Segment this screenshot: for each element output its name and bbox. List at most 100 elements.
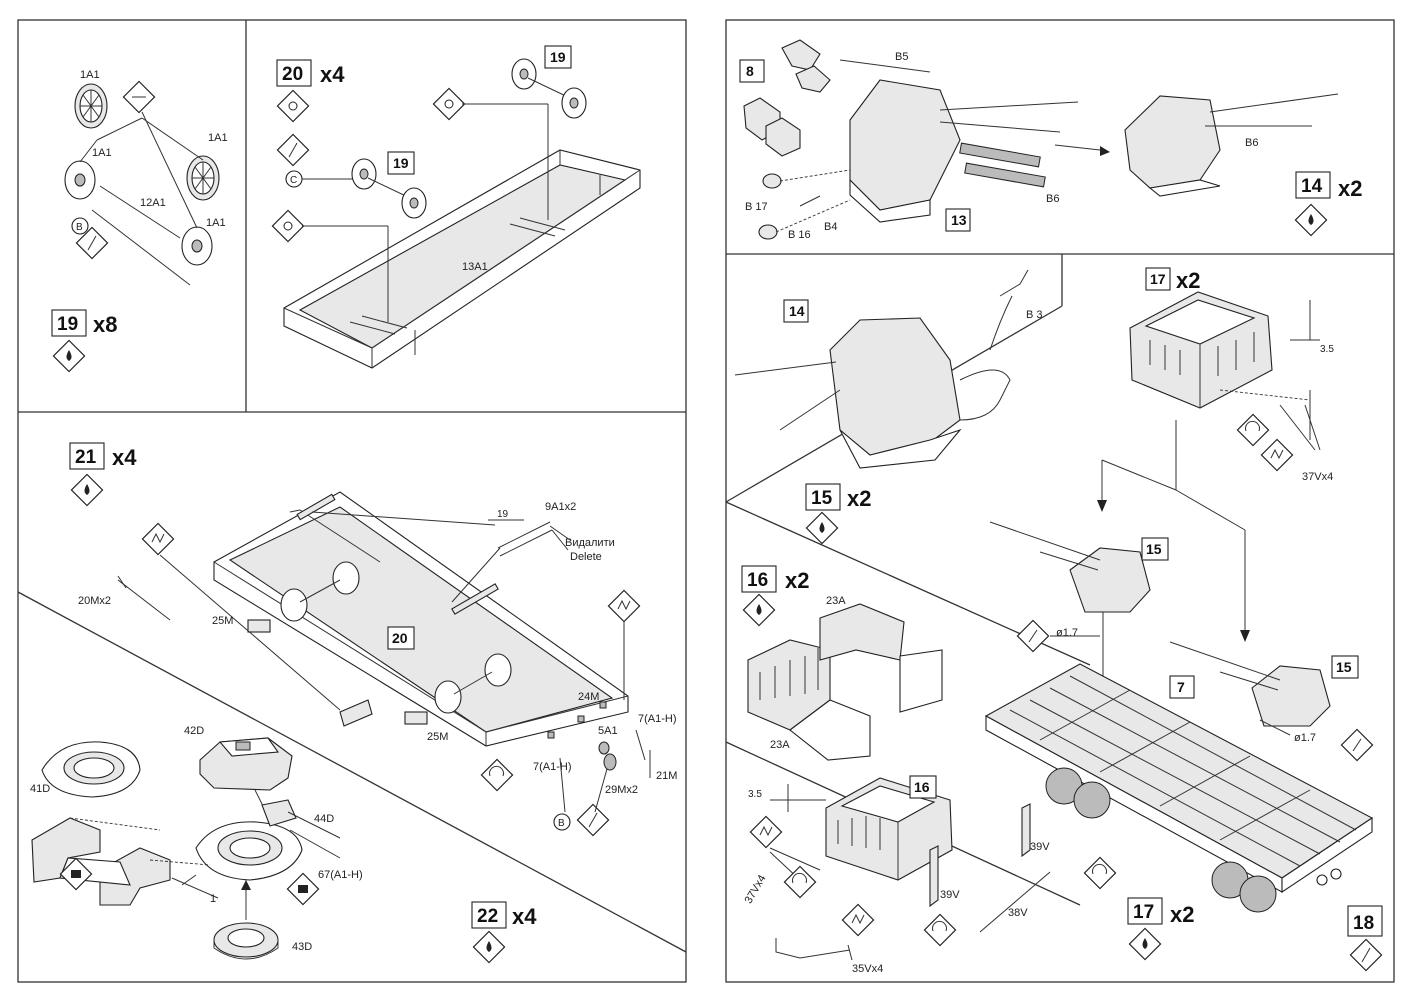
ref-part-15: 15 [1146,541,1162,557]
label-24m: 24M [578,691,599,703]
ref-part-19: 19 [550,49,566,65]
step-15: 14 B 3 15 x2 [734,269,1043,545]
label-b16: B 16 [788,229,811,241]
label-23a: 23A [826,595,846,607]
wheel-1a1-bottom [181,226,213,266]
label-b: B [76,222,83,233]
label-42d: 42D [184,725,204,737]
label-13a1: 13A1 [462,261,488,273]
flip-icon [923,913,957,947]
glue-circle-b [553,813,571,831]
label-37vx4: 37Vx4 [743,873,769,906]
wagon-assembly-20 [213,491,629,747]
label-b6: B6 [1245,137,1258,149]
ring-43d [213,922,279,960]
glue-circle-b [71,217,89,235]
label-43d: 43D [292,941,312,953]
label-1a1: 1A1 [206,217,226,229]
sprue-cutter-icon [276,89,310,123]
flip-icon [1083,856,1117,890]
base-block-parts [31,817,211,906]
label-39v: 39V [940,889,960,901]
label-35vx4: 35Vx4 [852,963,883,975]
step-multiplier: x4 [112,445,137,470]
step-multiplier: x2 [1338,176,1362,201]
ref-part-8: 8 [746,63,754,79]
sprue-cutter-icon [432,87,466,121]
step-number: 20 [282,64,303,85]
step-multiplier: x2 [1170,902,1194,927]
label-dia-1-7: ø1.7 [1056,627,1078,639]
label-20mx2: 20Mx2 [78,595,111,607]
turret-base-assembled [195,799,341,881]
label-21m: 21M [656,770,677,782]
label-7-a1-h: 7(A1-H) [533,761,572,773]
step-number: 22 [477,906,498,927]
label-3-5: 3.5 [1320,344,1334,355]
ref-part-19: 19 [393,155,409,171]
label-19mm: 19 [497,509,509,520]
wagon-tub-13a1 [283,149,641,369]
step-number: 14 [1301,176,1323,197]
left-page-frame [17,19,687,983]
label-12a1: 12A1 [140,197,166,209]
ref-part-20: 20 [392,630,408,646]
label-67-a1-h: 67(A1-H) [318,869,363,881]
label-38v: 38V [1008,907,1028,919]
step-number: 16 [747,570,768,591]
wheel-1a1-mid [64,160,96,200]
ref-part-14: 14 [789,303,805,319]
label-b6: B6 [1046,193,1059,205]
step-17-box: 17 x2 3.5 37Vx4 [1129,267,1334,483]
flip-icon [783,865,817,899]
step-20: 20 x4 C 19 19 [271,45,641,369]
ref-part-13: 13 [951,212,967,228]
label-b: B [558,818,565,829]
label-1a1: 1A1 [80,69,100,81]
step-number-box [51,309,87,337]
step-number: 19 [57,314,78,335]
label-c: C [290,175,297,186]
label-5a1: 5A1 [598,725,618,737]
turret-base-41d [41,741,141,798]
label-25m: 25M [427,731,448,743]
ref-part-7: 7 [1177,679,1185,695]
gun-mount-14-result [1124,93,1339,197]
label-delete-ua: Видалити [565,537,615,549]
step-number: 17 [1133,902,1154,923]
turret-42d [199,737,293,821]
wheelset-19-left [351,158,427,219]
flatcar-7 [984,663,1374,913]
step-14: 8 13 B5 B 17 [739,39,1362,241]
step-number: 15 [811,488,833,509]
label-1mm: 1 [210,893,216,905]
label-44d: 44D [314,813,334,825]
gun-mount-assembly [734,317,1011,469]
label-b4: B4 [824,221,837,233]
step-19: B 1A1 1A1 1A1 1A1 12A1 19 x8 [51,69,228,373]
step-multiplier: x8 [93,312,117,337]
gun-mount-13 [839,59,1079,223]
label-b5: B5 [895,51,908,63]
aa-gun-15-right [1169,641,1331,727]
wheel-1a1-top [74,83,108,129]
wheelset-19-right [511,58,587,119]
aa-gun-15-left [989,521,1151,613]
right-page-frame [725,19,1395,983]
label-25m: 25M [212,615,233,627]
part-25m [247,619,271,633]
label-delete: Delete [570,551,602,563]
label-b3: B 3 [1026,309,1043,321]
label-23a: 23A [770,739,790,751]
label-3-5: 3.5 [748,789,762,800]
label-7-a1-h: 7(A1-H) [638,713,677,725]
step-multiplier: x2 [847,486,871,511]
ref-part-16: 16 [914,779,930,795]
step-17-final-wagon: 15 15 ø1.7 ø1.7 [984,420,1383,972]
flip-icon [1236,413,1270,447]
step-multiplier: x2 [1176,268,1200,293]
label-37vx4: 37Vx4 [1302,471,1333,483]
step-number: 21 [75,447,97,468]
axle-12a1 [99,185,181,239]
